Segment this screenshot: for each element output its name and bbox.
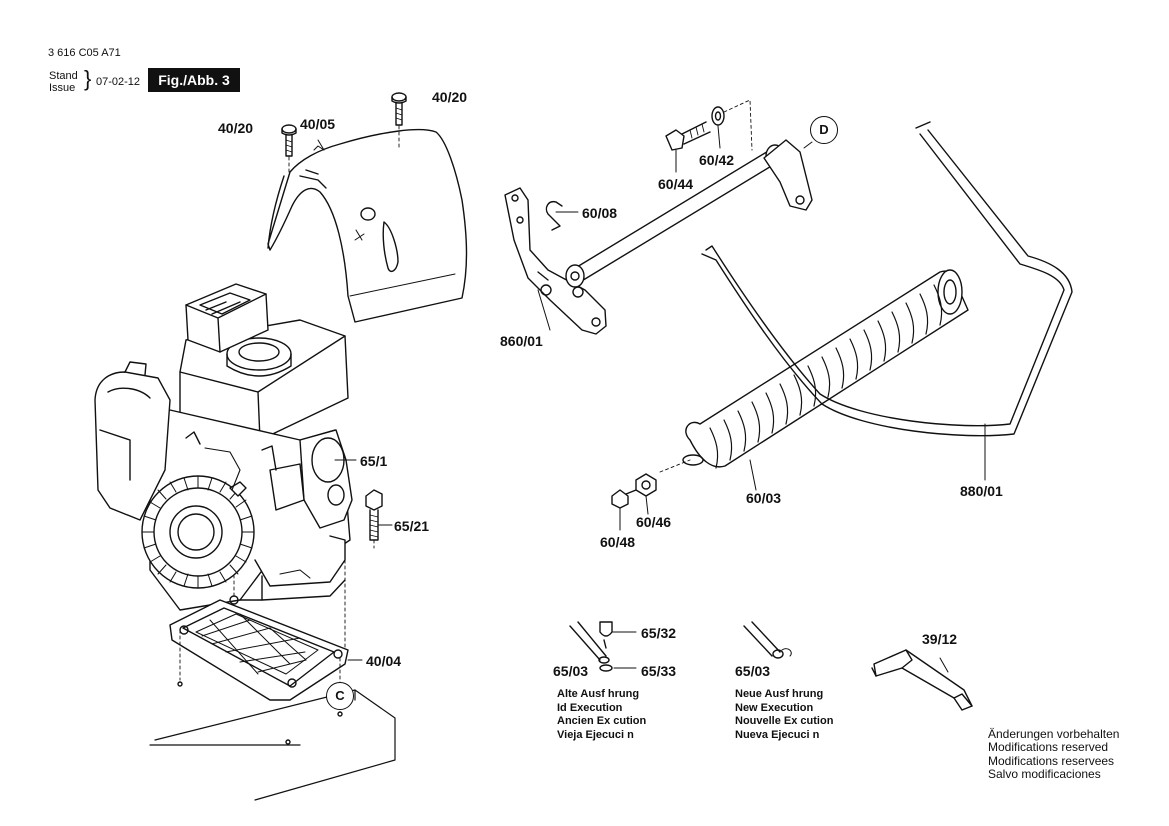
part-label-65-33: 65/33 bbox=[641, 663, 677, 679]
document-number: 3 616 C05 A71 bbox=[48, 47, 121, 59]
part-label-40-20-right: 40/20 bbox=[432, 89, 468, 105]
part-label-60-42: 60/42 bbox=[699, 152, 735, 168]
part-label-65-21: 65/21 bbox=[394, 518, 430, 534]
bolt-60-48 bbox=[611, 489, 637, 509]
issue-label: Issue bbox=[49, 82, 76, 94]
part-label-40-20-left: 40/20 bbox=[218, 120, 254, 136]
part-label-60-48: 60/48 bbox=[600, 534, 636, 550]
old-execution-line: Ancien Ex cution bbox=[557, 715, 647, 727]
detail-old-execution bbox=[569, 621, 613, 672]
part-label-880-01: 880/01 bbox=[960, 483, 1003, 499]
new-execution-line: Neue Ausf hrung bbox=[735, 688, 824, 700]
detail-new-execution bbox=[743, 621, 792, 659]
issue-date: 07-02-12 bbox=[96, 76, 141, 88]
callout-d: D bbox=[810, 116, 838, 144]
part-label-39-12: 39/12 bbox=[922, 631, 958, 647]
part-label-40-04: 40/04 bbox=[366, 653, 402, 669]
stand-label: Stand bbox=[49, 70, 78, 82]
part-label-65-03-old: 65/03 bbox=[553, 663, 589, 679]
screw-40-20-left bbox=[281, 124, 297, 157]
part-label-40-05: 40/05 bbox=[300, 116, 336, 132]
part-label-60-46: 60/46 bbox=[636, 514, 672, 530]
bolt-60-44 bbox=[665, 121, 711, 151]
leader-lines bbox=[317, 125, 986, 669]
old-execution-note: Alte Ausf hrung Id Execution Ancien Ex c… bbox=[557, 688, 646, 742]
new-execution-line: Nueva Ejecuci n bbox=[735, 728, 820, 741]
modifications-line: Modifications reservees bbox=[988, 753, 1115, 768]
old-execution-line: Alte Ausf hrung bbox=[557, 688, 640, 700]
part-label-65-32: 65/32 bbox=[641, 625, 677, 641]
part-label-860-01: 860/01 bbox=[500, 333, 543, 349]
handle-bar-880-01 bbox=[701, 121, 1073, 437]
part-label-60-08: 60/08 bbox=[582, 205, 618, 221]
modifications-line: Salvo modificaciones bbox=[988, 767, 1101, 782]
shaft-assembly bbox=[565, 139, 813, 288]
old-execution-line: Vieja Ejecuci n bbox=[557, 728, 634, 741]
clip-60-08 bbox=[545, 200, 563, 231]
modifications-notice: Änderungen vorbehalten Modifications res… bbox=[988, 727, 1120, 782]
base-plate-40-04 bbox=[169, 595, 349, 701]
callout-c: C bbox=[326, 682, 354, 710]
nut-60-46 bbox=[635, 473, 657, 497]
new-execution-line: Nouvelle Ex cution bbox=[735, 715, 834, 727]
belt-cover-part bbox=[267, 128, 468, 323]
part-label-60-03: 60/03 bbox=[746, 490, 782, 506]
brace-glyph: } bbox=[84, 66, 92, 91]
part-label-65-03-new: 65/03 bbox=[735, 663, 771, 679]
engine-assembly bbox=[94, 283, 353, 611]
bolt-65-21 bbox=[365, 489, 383, 541]
roller-60-03 bbox=[682, 269, 969, 469]
part-label-60-44: 60/44 bbox=[658, 176, 694, 192]
part-label-65-1: 65/1 bbox=[360, 453, 388, 469]
allen-key-39-12 bbox=[871, 649, 973, 711]
base-frame-outline bbox=[149, 689, 396, 801]
screw-40-20-right bbox=[391, 92, 407, 126]
new-execution-line: New Execution bbox=[735, 701, 814, 714]
modifications-line: Modifications reserved bbox=[988, 740, 1109, 755]
old-execution-line: Id Execution bbox=[557, 701, 623, 714]
figure-label: Fig./Abb. 3 bbox=[148, 68, 240, 92]
washer-60-42 bbox=[711, 106, 725, 126]
modifications-line: Änderungen vorbehalten bbox=[988, 727, 1120, 741]
new-execution-note: Neue Ausf hrung New Execution Nouvelle E… bbox=[735, 688, 833, 742]
